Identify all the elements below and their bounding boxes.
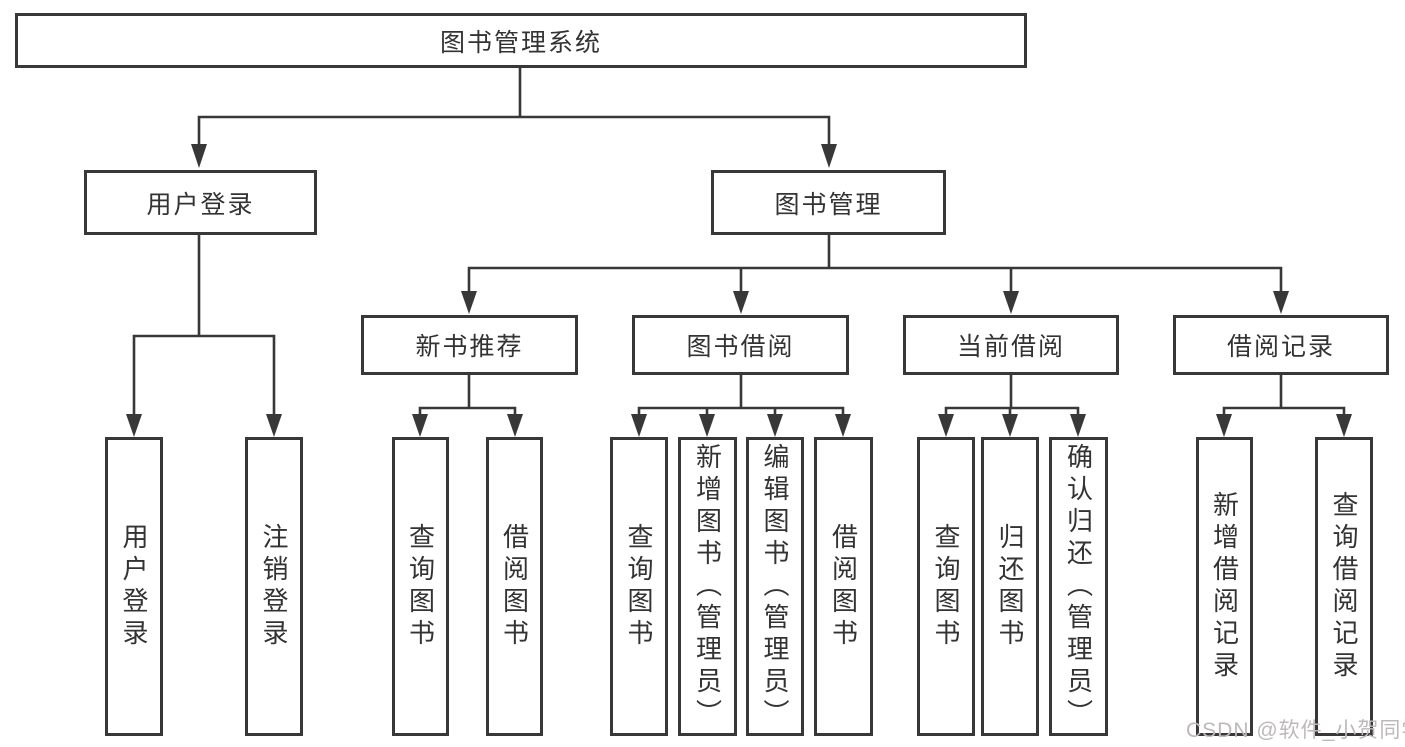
arrowhead-icon	[631, 414, 647, 437]
arrowhead-icon	[461, 291, 477, 314]
node-label: 图书管理	[774, 190, 883, 219]
node-root: 图书管理系统	[15, 13, 1027, 68]
node-label: 图书借阅	[686, 333, 795, 361]
arrowhead-icon	[699, 414, 715, 437]
leaf-label: 编辑图书（管理员）	[760, 442, 790, 731]
arrowhead-icon	[1070, 414, 1086, 437]
arrowhead-icon	[1273, 291, 1289, 314]
leaf-label: 归还图书	[995, 522, 1025, 651]
arrowhead-icon	[126, 414, 142, 437]
leaf-logout: 注销登录	[245, 437, 303, 736]
node-new-book-recommend: 新书推荐	[361, 315, 578, 375]
arrowhead-icon	[507, 414, 523, 437]
node-label: 借阅记录	[1226, 333, 1335, 361]
leaf-label: 借阅图书	[499, 522, 530, 651]
leaf-query-book-2: 查询图书	[610, 437, 668, 736]
arrowhead-icon	[1002, 414, 1018, 437]
node-user-login: 用户登录	[84, 170, 317, 235]
leaf-label: 用户登录	[119, 522, 149, 651]
watermark: CSDN @软件_小贺同学	[1186, 719, 1405, 742]
leaf-label: 新增图书（管理员）	[692, 442, 723, 731]
node-label: 新书推荐	[415, 333, 524, 361]
leaf-label: 注销登录	[259, 522, 289, 651]
arrowhead-icon	[191, 144, 207, 168]
node-root-label: 图书管理系统	[439, 28, 602, 57]
node-borrow-records: 借阅记录	[1173, 315, 1389, 375]
leaf-label: 查询图书	[405, 522, 436, 651]
arrowhead-icon	[733, 291, 749, 314]
leaf-add-borrow-record: 新增借阅记录	[1196, 437, 1253, 736]
arrowhead-icon	[835, 414, 851, 437]
leaf-label: 查询图书	[624, 522, 654, 651]
node-current-borrow: 当前借阅	[903, 315, 1119, 375]
arrowhead-icon	[1003, 291, 1019, 314]
leaf-add-book-admin: 新增图书（管理员）	[678, 437, 737, 736]
leaf-label: 借阅图书	[828, 522, 859, 651]
leaf-query-borrow-record: 查询借阅记录	[1315, 437, 1373, 736]
leaf-query-book-3: 查询图书	[917, 437, 975, 736]
arrowhead-icon	[412, 414, 428, 437]
arrowhead-icon	[938, 414, 954, 437]
leaf-label: 查询图书	[931, 522, 961, 651]
leaf-user-login: 用户登录	[105, 437, 163, 736]
leaf-return-book: 归还图书	[981, 437, 1039, 736]
arrowhead-icon	[1336, 414, 1352, 437]
node-book-borrow: 图书借阅	[632, 315, 849, 375]
leaf-edit-book-admin: 编辑图书（管理员）	[746, 437, 804, 736]
leaf-query-book-1: 查询图书	[392, 437, 449, 736]
arrowhead-icon	[1216, 414, 1232, 437]
leaf-borrow-book-2: 借阅图书	[814, 437, 873, 736]
arrowhead-icon	[821, 144, 837, 168]
arrowhead-icon	[767, 414, 783, 437]
leaf-borrow-book-1: 借阅图书	[486, 437, 543, 736]
leaf-label: 确认归还（管理员）	[1063, 442, 1094, 731]
leaf-label: 查询借阅记录	[1329, 490, 1359, 683]
leaf-confirm-return-admin: 确认归还（管理员）	[1049, 437, 1108, 736]
arrowhead-icon	[266, 414, 282, 437]
node-label: 用户登录	[146, 190, 255, 219]
node-label: 当前借阅	[956, 333, 1065, 361]
node-book-management: 图书管理	[711, 170, 946, 235]
leaf-label: 新增借阅记录	[1209, 490, 1240, 683]
